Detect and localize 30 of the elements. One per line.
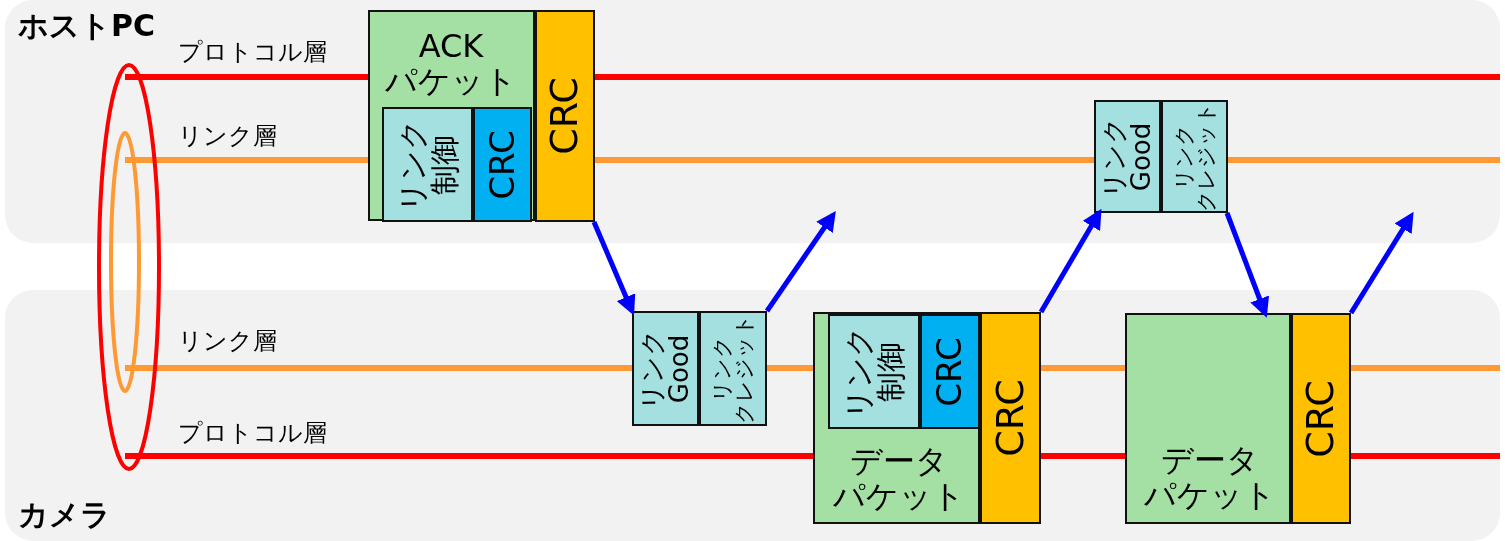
arrow	[764, 210, 836, 313]
link-field: リンク制御	[382, 107, 473, 222]
link-field: リンク Good	[632, 311, 699, 426]
layer-panel	[5, 0, 1500, 243]
layer-label: リンク層	[178, 121, 277, 152]
crc-field: CRC	[473, 107, 532, 222]
crc-field: CRC	[980, 312, 1041, 524]
panel-heading: カメラ	[18, 496, 111, 534]
crc-field: CRC	[920, 314, 980, 429]
link-field: リンククレジット	[1161, 100, 1228, 213]
link-field: リンク Good	[1094, 100, 1161, 213]
arrow	[1348, 211, 1414, 315]
packet-box	[813, 312, 980, 524]
crc-field: CRC	[1291, 313, 1351, 524]
layer-panel	[5, 290, 1500, 541]
packet-box	[368, 10, 535, 221]
packet-label: データパケット	[831, 440, 966, 517]
packet-label: データパケット	[1143, 439, 1277, 516]
crc-field: CRC	[535, 10, 595, 222]
arrow	[591, 221, 636, 316]
arrow	[1224, 212, 1269, 318]
link-field: リンククレジット	[699, 311, 767, 426]
packet-box	[1125, 313, 1291, 524]
packet-label: ACK パケット	[384, 25, 518, 102]
arrow	[1038, 208, 1102, 314]
layer-label: プロトコル層	[178, 37, 327, 68]
link-field: リンク制御	[828, 314, 920, 429]
layer-label: プロトコル層	[178, 418, 327, 449]
panel-heading: ホストPC	[18, 7, 155, 45]
layer-label: リンク層	[178, 326, 277, 357]
